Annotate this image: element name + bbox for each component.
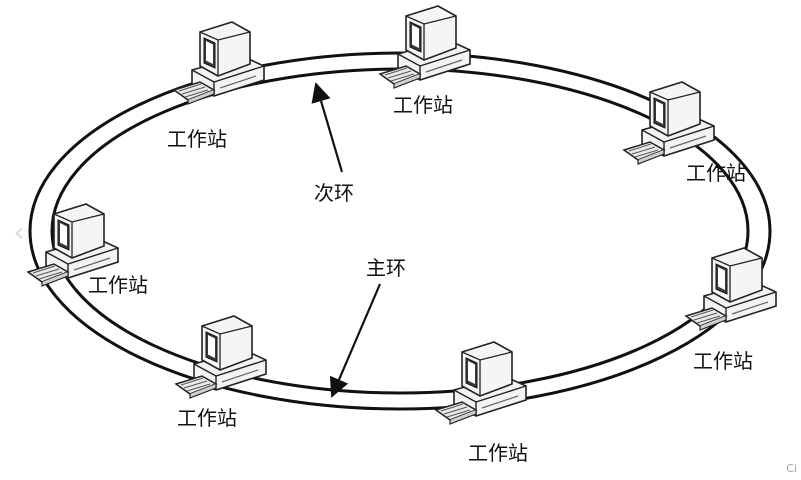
workstation-icon [173,21,265,105]
chevron-left-icon[interactable]: ‹ [13,218,25,248]
workstation-icon [379,5,471,89]
corner-mark: Ci [786,462,797,475]
workstation-top-left: 工作站 [167,21,265,151]
workstation-bottom-left: 工作站 [175,315,267,430]
secondary-ring-arrow [311,82,344,173]
workstation-left: 工作站 [27,203,148,297]
primary-ring-arrow [329,283,382,398]
workstation-bottom: 工作站 [435,341,528,465]
workstation-label: 工作站 [393,93,453,117]
workstation-right-bottom: 工作站 [685,247,777,373]
workstation-label: 工作站 [88,273,148,297]
ring-primary [50,67,750,395]
workstation-label: 工作站 [693,349,753,373]
workstation-icon [175,315,267,399]
secondary-ring-callout: 次环 [311,82,354,205]
workstation-top: 工作站 [379,5,471,117]
primary-ring-label: 主环 [366,256,406,280]
workstation-label: 工作站 [167,127,227,151]
workstation-right-top: 工作站 [623,81,746,185]
workstation-icon [685,247,777,331]
workstation-icon [435,341,527,425]
workstation-label: 工作站 [686,161,746,185]
workstation-label: 工作站 [468,441,528,465]
secondary-ring-label: 次环 [314,181,354,205]
primary-ring-callout: 主环 [329,256,406,398]
workstation-label: 工作站 [177,406,237,430]
